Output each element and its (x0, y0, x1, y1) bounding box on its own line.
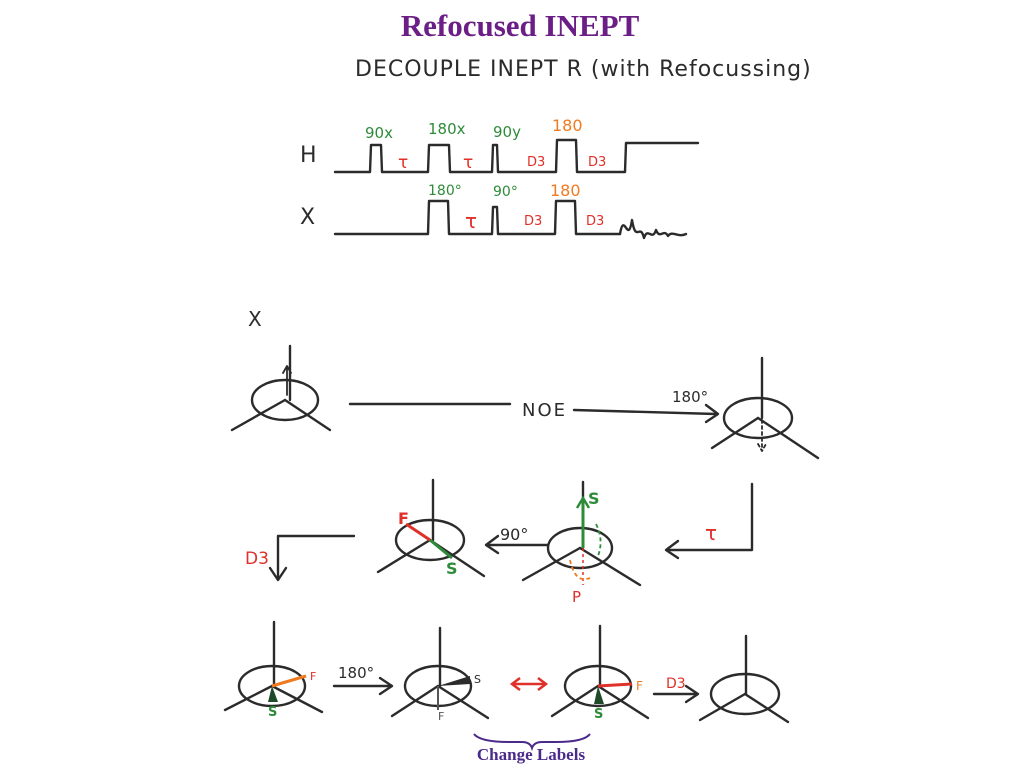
label-slow-row3-1: S (268, 705, 277, 720)
h-channel-trace (333, 138, 700, 174)
x-delay-tau: τ (465, 209, 477, 233)
tau-row2-label: τ (705, 521, 717, 545)
h-delay-tau-1: τ (398, 153, 408, 173)
angle-180-row1: 180° (672, 388, 708, 406)
change-labels-brace (473, 733, 591, 752)
tau-arrow-head (664, 539, 680, 560)
label-fast-row3-1: F (310, 670, 316, 683)
label-slow-row2-top: S (588, 489, 600, 508)
h-delay-d3-1: D3 (527, 155, 545, 170)
vector-frame-evolving (521, 480, 642, 587)
d3-arrow-head (268, 566, 288, 582)
vector-frame-initial (230, 344, 332, 432)
vector-frame-inverted (710, 356, 820, 460)
channel-h-label: H (300, 143, 317, 168)
nucleus-x-label: X (248, 307, 262, 331)
angle-90-label: 90° (500, 525, 528, 544)
angle-90-arrow-head (484, 534, 500, 555)
label-fast-row3-3: F (636, 679, 643, 693)
d3-row3-arrow-head (684, 684, 700, 704)
angle-180-arrow-head (378, 676, 394, 696)
noe-arrow-head (704, 403, 720, 424)
label-slow-row3-2: S (474, 673, 481, 686)
x-delay-d3-1: D3 (524, 214, 542, 229)
label-fast-row2: F (398, 509, 409, 528)
tau-arrow-line (666, 482, 754, 552)
x-channel-trace (333, 199, 622, 236)
h-delay-tau-2: τ (463, 153, 473, 173)
d3-row2-label: D3 (245, 549, 269, 569)
fid-signal (618, 218, 688, 240)
change-labels-caption: Change Labels (476, 745, 586, 764)
label-fast-row3-2: F (438, 710, 444, 723)
vector-frame-row3-2 (390, 626, 490, 720)
angle-180-row3: 180° (338, 664, 374, 682)
x-pulse-180-label: 180 (550, 181, 581, 200)
x-pulse-90-deg-label: 90° (493, 184, 518, 200)
channel-x-label: X (300, 205, 315, 230)
h-pulse-90y-label: 90y (493, 123, 521, 141)
label-slow-row3-3: S (594, 707, 603, 722)
x-pulse-180-deg-label: 180° (428, 183, 462, 199)
subtitle: DECOUPLE INEPT R (with Refocussing) (355, 57, 812, 82)
h-pulse-90x-label: 90x (365, 124, 393, 142)
noe-arrow-line-2 (572, 408, 718, 416)
h-pulse-180x-label: 180x (428, 120, 466, 138)
vector-frame-row3-1 (223, 620, 324, 714)
label-p-row2: P (572, 588, 581, 606)
x-delay-d3-2: D3 (586, 214, 604, 229)
vector-frame-transverse (376, 478, 486, 578)
swap-double-arrow (509, 677, 549, 691)
label-slow-row2: S (446, 559, 458, 578)
d3-arrow-line (276, 534, 356, 580)
vector-frame-row3-4 (698, 634, 790, 724)
d3-row3-label: D3 (666, 676, 686, 692)
noe-label: NOE (522, 400, 567, 421)
h-delay-d3-2: D3 (588, 155, 606, 170)
vector-frame-row3-3 (550, 624, 650, 720)
h-pulse-180-label: 180 (552, 116, 583, 135)
page-title: Refocused INEPT (400, 8, 640, 43)
